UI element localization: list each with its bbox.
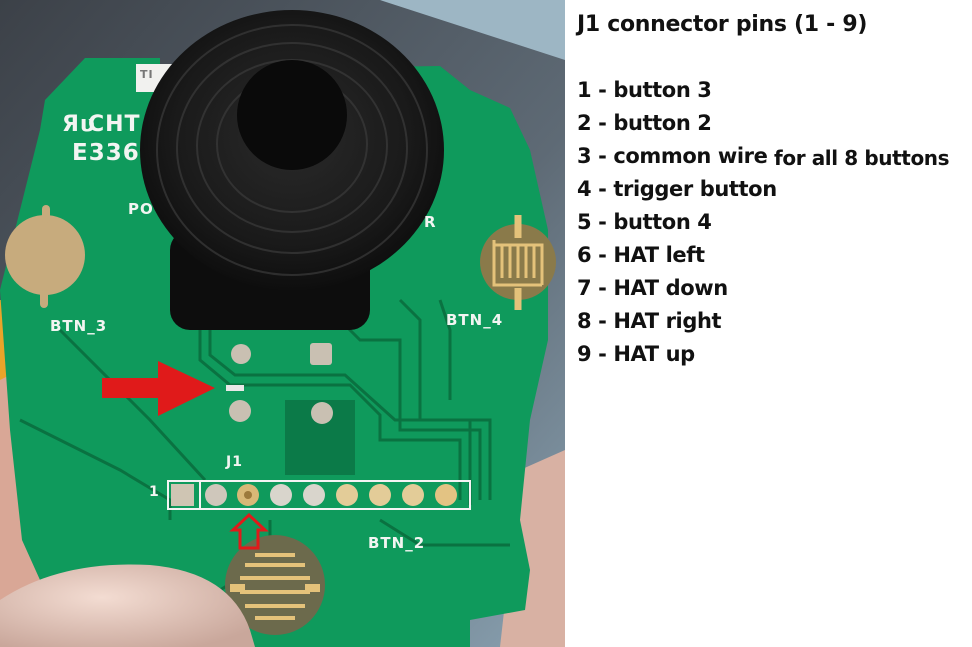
pin-row-9: 9 - HAT up bbox=[577, 342, 695, 366]
btn3-label: BTN_3 bbox=[50, 317, 108, 335]
btn4-pad bbox=[480, 215, 556, 310]
pin-label: 5 - button 4 bbox=[577, 210, 712, 234]
btn4-label: BTN_4 bbox=[446, 311, 504, 329]
j1-label: J1 bbox=[226, 454, 243, 470]
pin-label: 2 - button 2 bbox=[577, 111, 712, 135]
pin-row-5: 5 - button 4 bbox=[577, 210, 712, 234]
pin-label-extra: for all 8 buttons bbox=[767, 146, 950, 170]
pin-row-1: 1 - button 3 bbox=[577, 78, 712, 102]
pin-row-3: 3 - common wire for all 8 buttons bbox=[577, 144, 950, 170]
pin-label: 4 - trigger button bbox=[577, 177, 777, 201]
btn3-pad bbox=[5, 205, 85, 308]
pin-label: 9 - HAT up bbox=[577, 342, 695, 366]
pin-label: 8 - HAT right bbox=[577, 309, 722, 333]
pin-label: 7 - HAT down bbox=[577, 276, 728, 300]
solder-pads bbox=[226, 343, 333, 424]
pin-label: 1 - button 3 bbox=[577, 78, 712, 102]
pin-row-8: 8 - HAT right bbox=[577, 309, 722, 333]
pin1-label: 1 bbox=[149, 484, 160, 500]
pin-row-6: 6 - HAT left bbox=[577, 243, 705, 267]
pin-label: 6 - HAT left bbox=[577, 243, 705, 267]
po-text: PO bbox=[128, 200, 154, 218]
j1-connector bbox=[167, 480, 471, 510]
pin-label: 3 - common wire bbox=[577, 144, 768, 168]
thumb bbox=[0, 564, 255, 647]
e336-text: E336 bbox=[72, 140, 140, 166]
pin-row-4: 4 - trigger button bbox=[577, 177, 777, 201]
big-red-arrow bbox=[102, 361, 215, 416]
pin-row-2: 2 - button 2 bbox=[577, 111, 712, 135]
btn2-label: BTN_2 bbox=[368, 534, 426, 552]
panel-title: J1 connector pins (1 - 9) bbox=[577, 12, 868, 37]
r-text: R bbox=[424, 213, 437, 231]
joystick bbox=[140, 10, 444, 330]
ul-mark-text: Яυ bbox=[62, 112, 96, 137]
cht-text: CHT bbox=[88, 112, 141, 137]
annotation-panel: J1 connector pins (1 - 9) 1 - button 3 2… bbox=[565, 0, 972, 647]
label-text: TI bbox=[140, 68, 154, 81]
btn2-pad bbox=[225, 535, 325, 635]
pin-row-7: 7 - HAT down bbox=[577, 276, 728, 300]
pcb-illustration bbox=[0, 0, 565, 647]
small-red-arrow bbox=[229, 512, 269, 550]
pcb-photo: Яυ CHT E336 PO R TI BTN_3 BTN_4 BTN_2 J1… bbox=[0, 0, 565, 647]
